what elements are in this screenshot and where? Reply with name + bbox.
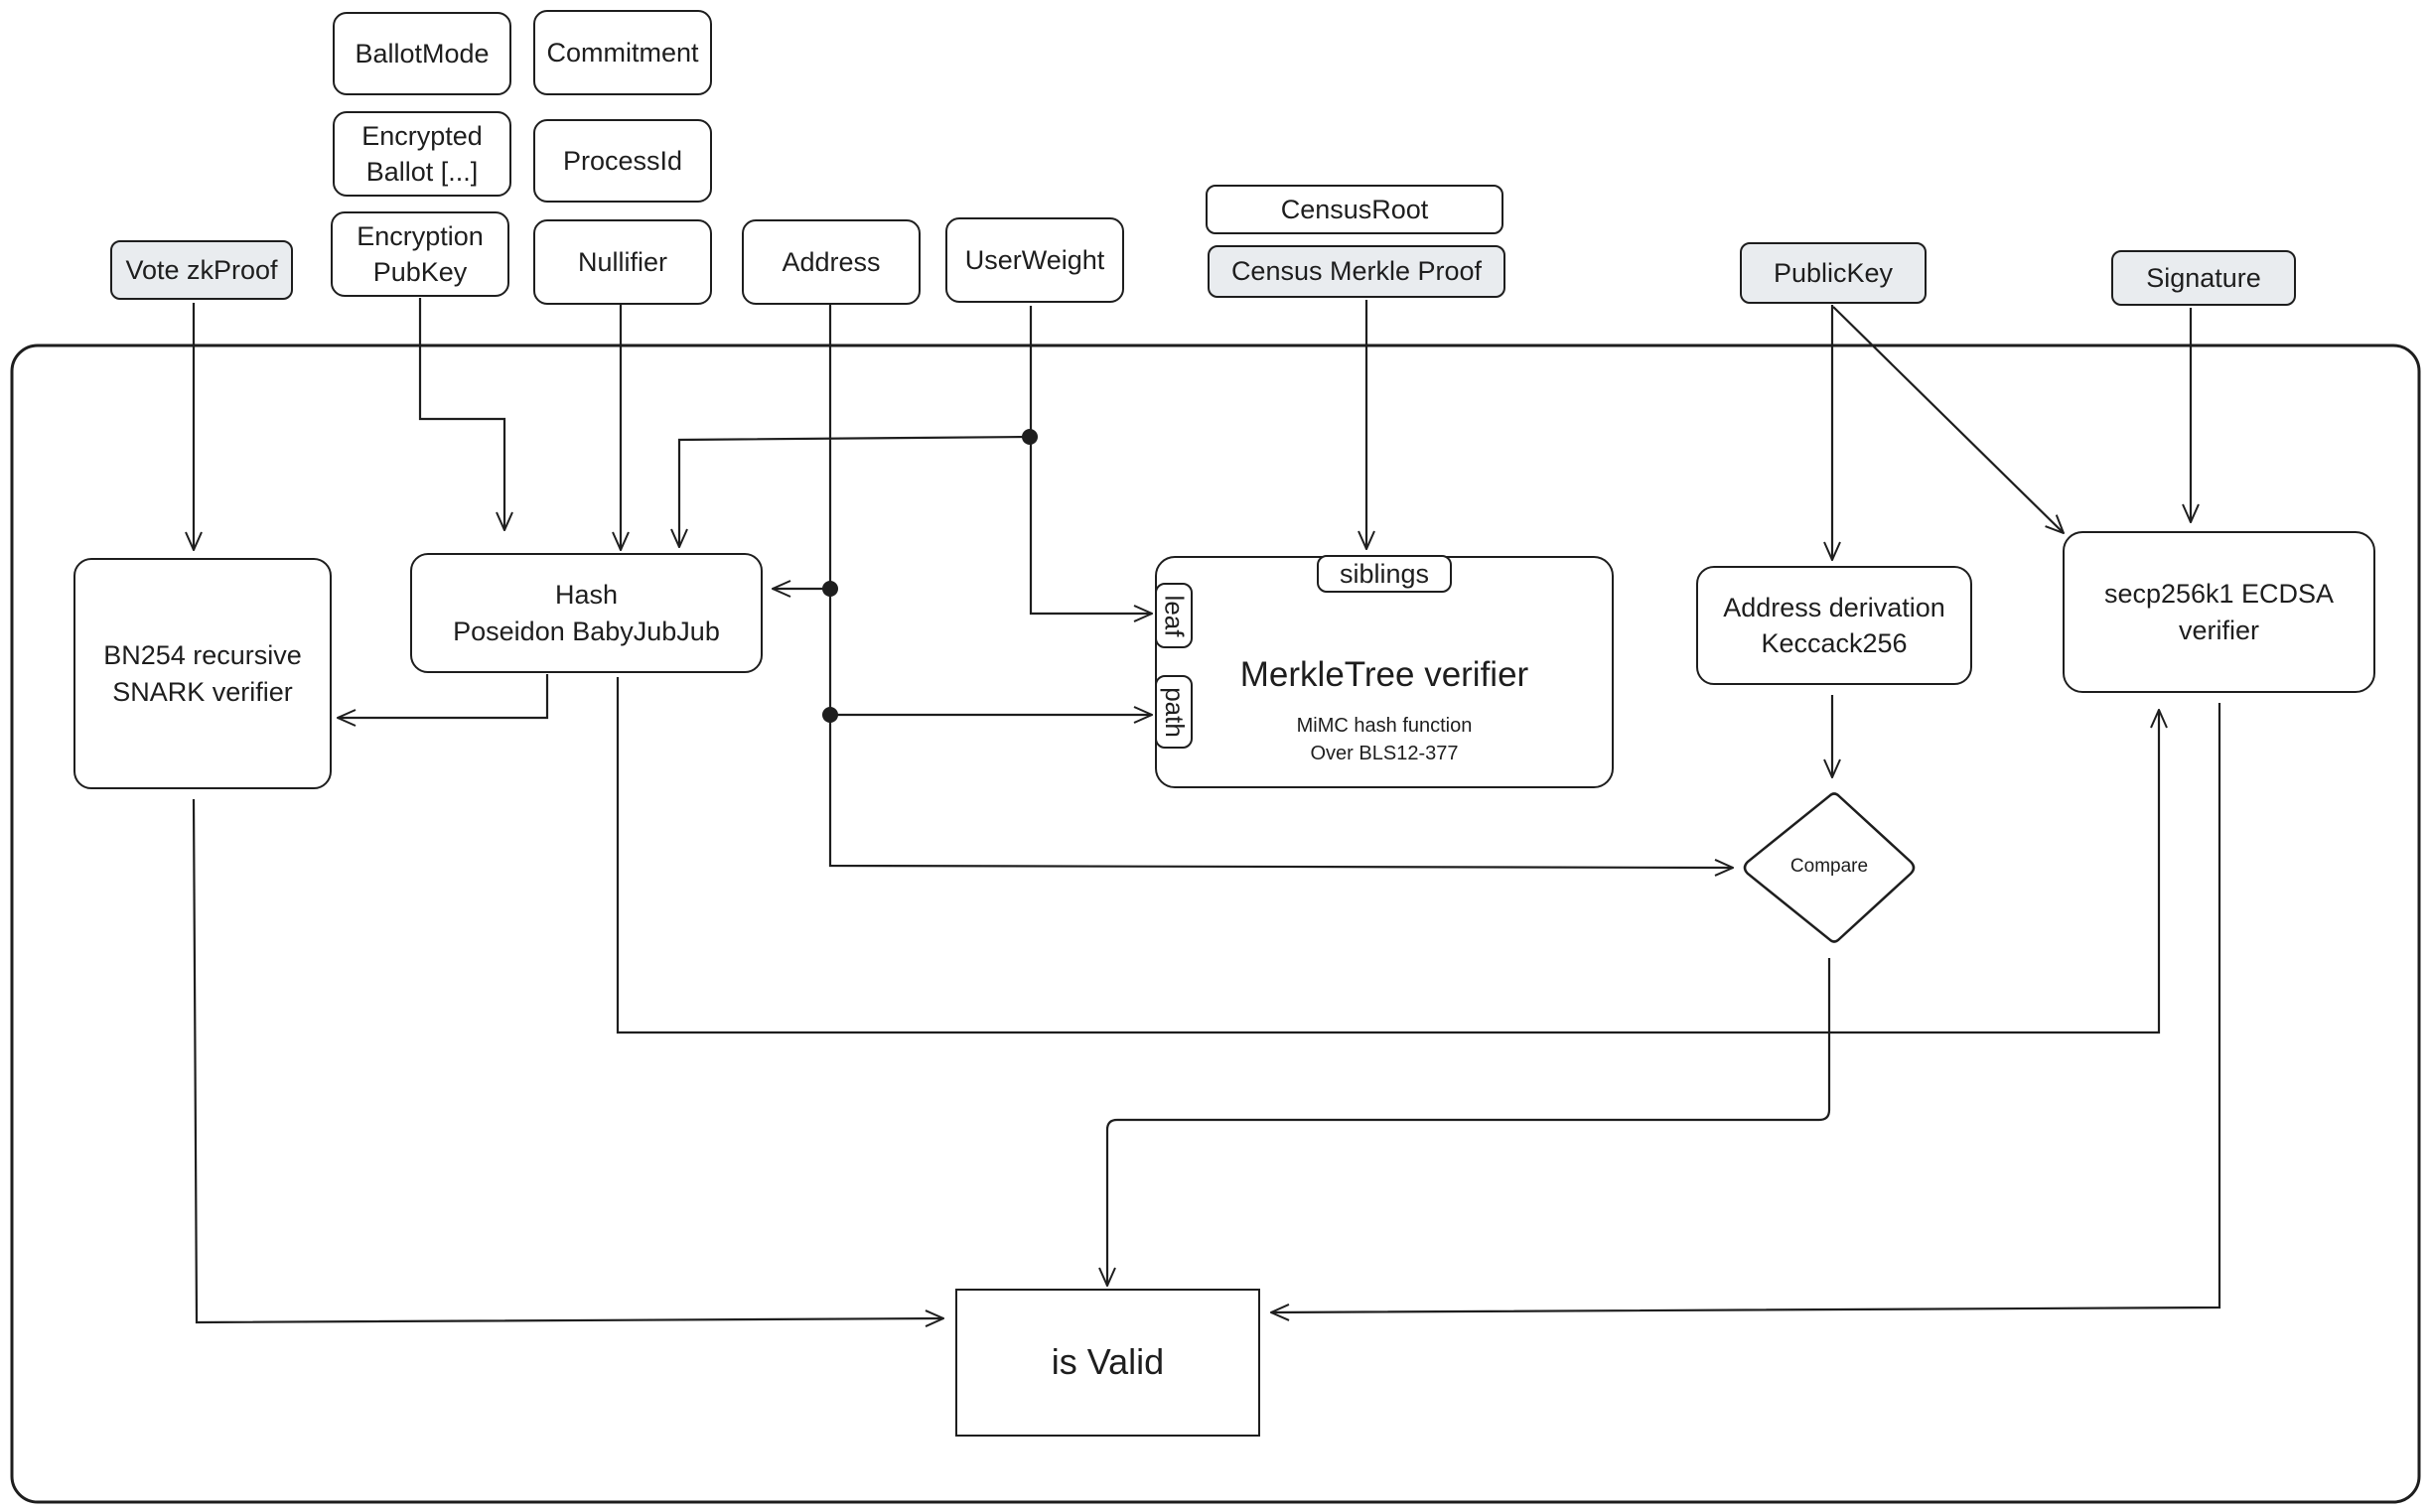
vote-zkproof-box: Vote zkProof — [110, 240, 293, 300]
signature-box: Signature — [2111, 250, 2296, 306]
compare-diamond — [1743, 792, 1916, 943]
arrow-ecdsa-valid — [1271, 703, 2221, 1312]
encrypted-ballot-box: Encrypted Ballot [...] — [333, 111, 511, 197]
junction-address-path — [822, 707, 838, 723]
signature-label: Signature — [2146, 262, 2261, 293]
encryption-pubkey-box: Encryption PubKey — [331, 211, 509, 297]
arrow-address-compare — [828, 305, 1733, 868]
merkle-siblings-label: siblings — [1339, 558, 1430, 589]
circuit-frame — [10, 344, 2421, 1504]
snark-verifier-label: BN254 recursive SNARK verifier — [103, 640, 302, 707]
merkle-verifier-subtitle: MiMC hash function Over BLS12-377 — [1296, 715, 1473, 764]
user-weight-label: UserWeight — [964, 244, 1105, 275]
census-root-label: CensusRoot — [1280, 194, 1429, 224]
user-weight-box: UserWeight — [945, 217, 1124, 303]
process-id-label: ProcessId — [562, 145, 683, 176]
ecdsa-verifier-label: secp256k1 ECDSA verifier — [2103, 579, 2335, 645]
merkle-leaf-port: leaf — [1155, 583, 1193, 648]
arrow-snark-valid — [192, 798, 943, 1322]
ecdsa-verifier-box: secp256k1 ECDSA verifier — [2063, 531, 2375, 693]
address-label: Address — [782, 246, 881, 277]
commitment-box: Commitment — [533, 10, 712, 95]
public-key-box: PublicKey — [1740, 242, 1927, 304]
merkle-siblings-port: siblings — [1317, 555, 1452, 593]
census-root-box: CensusRoot — [1206, 185, 1503, 234]
merkle-verifier-title: MerkleTree verifier — [1239, 655, 1529, 694]
arrow-hash-ecdsa — [616, 677, 2159, 1034]
nullifier-label: Nullifier — [577, 246, 668, 277]
census-merkle-proof-label: Census Merkle Proof — [1230, 256, 1483, 287]
merkle-leaf-label: leaf — [1159, 595, 1190, 636]
junction-address-hash — [822, 581, 838, 597]
is-valid-label: is Valid — [1051, 1341, 1165, 1383]
arrow-compare-valid — [1107, 958, 1831, 1286]
census-merkle-proof-box: Census Merkle Proof — [1208, 245, 1505, 298]
vote-zkproof-label: Vote zkProof — [125, 254, 278, 285]
hash-box: Hash Poseidon BabyJubJub — [410, 553, 763, 673]
process-id-box: ProcessId — [533, 119, 712, 203]
arrow-pubkey-hash — [418, 298, 504, 530]
address-derivation-label: Address derivation Keccack256 — [1723, 592, 1945, 658]
nullifier-box: Nullifier — [533, 219, 712, 305]
ballot-mode-label: BallotMode — [355, 38, 490, 69]
encryption-pubkey-label: Encryption PubKey — [357, 220, 484, 287]
encrypted-ballot-label: Encrypted Ballot [...] — [361, 120, 483, 187]
compare-label: Compare — [1789, 856, 1869, 877]
arrow-hash-snark — [338, 674, 549, 718]
address-box: Address — [742, 219, 921, 305]
merkle-path-port: path — [1155, 675, 1193, 749]
ballot-mode-box: BallotMode — [333, 12, 511, 95]
address-derivation-box: Address derivation Keccack256 — [1696, 566, 1972, 685]
arrow-weight-leaf — [1029, 306, 1152, 614]
arrow-weight-hash — [679, 435, 1031, 547]
arrow-publickey-ecdsa — [1832, 306, 2064, 533]
commitment-label: Commitment — [546, 37, 699, 68]
hash-label: Hash Poseidon BabyJubJub — [453, 580, 720, 646]
public-key-label: PublicKey — [1773, 257, 1894, 288]
is-valid-box: is Valid — [955, 1289, 1260, 1437]
merkle-verifier-box: MerkleTree verifier MiMC hash function O… — [1155, 556, 1614, 788]
snark-verifier-box: BN254 recursive SNARK verifier — [73, 558, 332, 789]
junction-weight — [1022, 429, 1038, 445]
merkle-path-label: path — [1159, 686, 1190, 738]
